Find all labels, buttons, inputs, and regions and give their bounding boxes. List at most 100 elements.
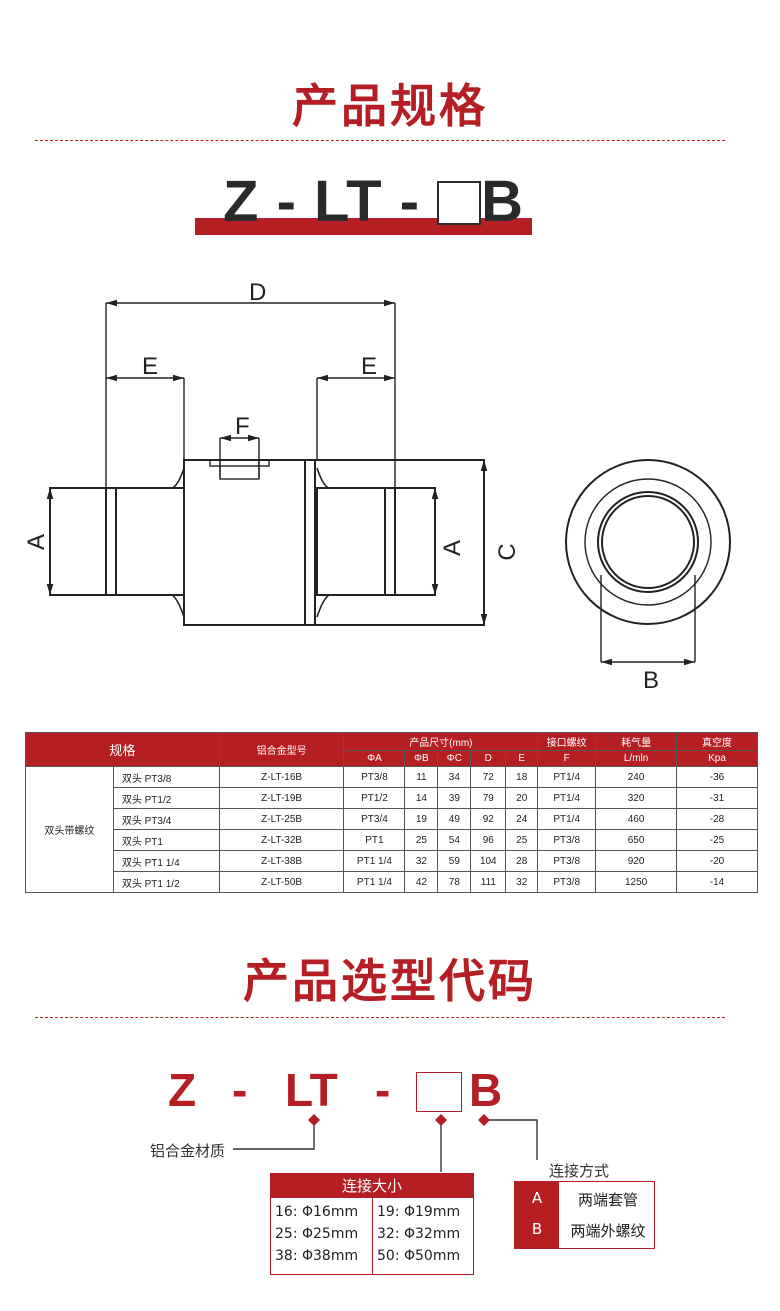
- cell-vac: -14: [676, 871, 758, 893]
- cell-b: 42: [404, 871, 439, 893]
- size-box: 连接大小 16: Φ16mm 19: Φ19mm 25: Φ25mm 32: Φ…: [270, 1173, 474, 1275]
- technical-drawing: D E E F B A A C: [23, 279, 731, 694]
- cell-model: Z-LT-16B: [218, 766, 345, 788]
- dim-label-e-left: E: [142, 353, 158, 380]
- cell-f: PT1/4: [537, 808, 597, 830]
- diamond-size: [435, 1114, 447, 1126]
- banner-lt: LT: [314, 169, 383, 234]
- header-model: 铝合金型号: [218, 732, 345, 767]
- material-label: 铝合金材质: [150, 1142, 226, 1160]
- connection-box: A B 两端套管 两端外螺纹: [514, 1181, 655, 1249]
- cell-air: 1250: [595, 871, 678, 893]
- code-z: Z: [168, 1064, 197, 1116]
- cell-spec: 双头 PT1: [112, 829, 220, 851]
- connection-code-b: B: [531, 1220, 543, 1238]
- code-lt: LT: [285, 1064, 338, 1116]
- connection-code-a: A: [531, 1189, 543, 1207]
- cell-air: 460: [595, 808, 678, 830]
- cell-e: 18: [505, 766, 539, 788]
- cell-a: PT1 1/4: [343, 850, 406, 872]
- cell-d: 72: [470, 766, 507, 788]
- header-d: D: [470, 750, 507, 767]
- cell-f: PT3/8: [537, 871, 597, 893]
- cell-model: Z-LT-38B: [218, 850, 345, 872]
- size-options-grid: 16: Φ16mm 19: Φ19mm 25: Φ25mm 32: Φ32mm …: [271, 1198, 473, 1274]
- cell-spec: 双头 PT3/4: [112, 808, 220, 830]
- size-option: 50: Φ50mm: [377, 1248, 461, 1264]
- code-title-divider: [35, 1017, 725, 1018]
- header-e: E: [505, 750, 539, 767]
- cell-c: 34: [437, 766, 472, 788]
- header-size-group: 产品尺寸(mm): [343, 732, 539, 751]
- cell-d: 111: [470, 871, 507, 893]
- size-option: 32: Φ32mm: [377, 1226, 461, 1242]
- cell-spec: 双头 PT1 1/2: [112, 871, 220, 893]
- cell-vac: -31: [676, 787, 758, 809]
- cell-vac: -25: [676, 829, 758, 851]
- header-phi-b: ΦB: [404, 750, 439, 767]
- dim-label-a-left: A: [23, 534, 50, 550]
- banner-placeholder-box: [437, 181, 482, 225]
- code-dash-1: -: [232, 1064, 248, 1116]
- cell-d: 92: [470, 808, 507, 830]
- dim-label-c: C: [494, 543, 521, 560]
- diamond-material: [308, 1114, 320, 1126]
- cell-vac: -28: [676, 808, 758, 830]
- cell-b: 11: [404, 766, 439, 788]
- dim-label-b: B: [643, 667, 659, 694]
- spec-section-title: 产品规格: [292, 79, 488, 133]
- connection-code-column: [515, 1182, 559, 1248]
- banner-z: Z: [223, 169, 260, 234]
- size-grid-divider: [372, 1198, 373, 1274]
- header-phi-c: ΦC: [437, 750, 472, 767]
- cell-d: 104: [470, 850, 507, 872]
- cell-air: 920: [595, 850, 678, 872]
- code-dash-2: -: [375, 1064, 391, 1116]
- cell-c: 78: [437, 871, 472, 893]
- header-phi-a: ΦA: [343, 750, 406, 767]
- header-thread-group: 接口螺纹: [537, 732, 597, 751]
- cell-f: PT1/4: [537, 787, 597, 809]
- cell-e: 32: [505, 871, 539, 893]
- diamond-connection: [478, 1114, 490, 1126]
- group-label: 双头带螺纹: [25, 766, 114, 893]
- code-b: B: [469, 1064, 503, 1116]
- cell-air: 320: [595, 787, 678, 809]
- cell-f: PT3/8: [537, 850, 597, 872]
- banner-code: Z - LT - B: [223, 168, 524, 235]
- cell-a: PT1/2: [343, 787, 406, 809]
- cell-vac: -20: [676, 850, 758, 872]
- cell-a: PT3/4: [343, 808, 406, 830]
- table-row: 双头 PT1 Z-LT-32B PT1 25 54 96 25 PT3/8 65…: [26, 829, 758, 851]
- cell-d: 79: [470, 787, 507, 809]
- table-row: 双头 PT3/4 Z-LT-25B PT3/4 19 49 92 24 PT1/…: [26, 808, 758, 830]
- code-section-title: 产品选型代码: [243, 954, 537, 1008]
- banner-dash-1: -: [276, 169, 297, 234]
- header-air-group: 耗气量: [595, 732, 678, 751]
- banner-b: B: [481, 169, 525, 234]
- dim-label-f: F: [235, 413, 250, 440]
- cell-air: 650: [595, 829, 678, 851]
- connection-label-a: 两端套管: [577, 1191, 638, 1209]
- cell-c: 49: [437, 808, 472, 830]
- cell-spec: 双头 PT1 1/4: [112, 850, 220, 872]
- table-row: 双头带螺纹 双头 PT3/8 Z-LT-16B PT3/8 11 34 72 1…: [25, 766, 758, 893]
- title-divider: [35, 140, 725, 141]
- header-air-unit: L/mln: [595, 750, 678, 767]
- cell-model: Z-LT-25B: [218, 808, 345, 830]
- cell-a: PT3/8: [343, 766, 406, 788]
- dim-label-e-right: E: [361, 353, 377, 380]
- cell-model: Z-LT-32B: [218, 829, 345, 851]
- connection-label-b: 两端外螺纹: [570, 1222, 646, 1240]
- cell-b: 32: [404, 850, 439, 872]
- cell-a: PT1 1/4: [343, 871, 406, 893]
- header-vacuum-unit: Kpa: [676, 750, 758, 767]
- table-header-row-1: 规格 铝合金型号 产品尺寸(mm) 接口螺纹 耗气量 真空度: [25, 732, 758, 767]
- cell-model: Z-LT-50B: [218, 871, 345, 893]
- size-option: 38: Φ38mm: [275, 1248, 359, 1264]
- header-f: F: [537, 750, 597, 767]
- cell-b: 19: [404, 808, 439, 830]
- cell-model: Z-LT-19B: [218, 787, 345, 809]
- cell-f: PT3/8: [537, 829, 597, 851]
- cell-e: 20: [505, 787, 539, 809]
